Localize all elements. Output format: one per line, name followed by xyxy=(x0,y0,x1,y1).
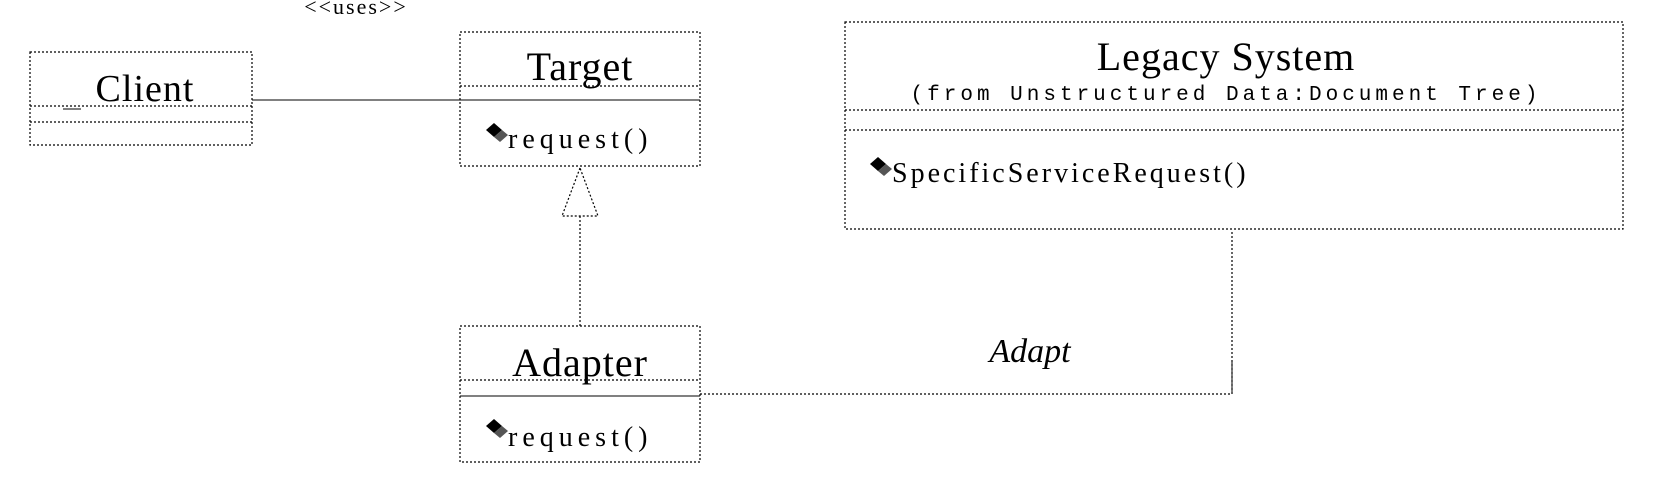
operation-icon xyxy=(870,157,892,176)
client-class-name: Client xyxy=(96,68,195,110)
legacy-class-name: Legacy System xyxy=(1097,34,1356,79)
adapter-class-box xyxy=(459,325,701,463)
target-operation-request: request() xyxy=(508,124,653,155)
adapt-association-line xyxy=(700,230,1233,395)
legacy-class-box xyxy=(844,21,1624,230)
target-class-name: Target xyxy=(527,44,634,89)
operation-icon xyxy=(486,123,508,142)
adapter-class-name: Adapter xyxy=(512,340,648,385)
generalization-arrowhead xyxy=(561,166,599,217)
target-class[interactable]: Target request() xyxy=(459,31,701,167)
adapter-operation-request: request() xyxy=(508,422,653,453)
target-class-box xyxy=(459,31,701,167)
uses-stereotype-label: <<uses>> xyxy=(304,0,408,19)
client-class-box xyxy=(29,51,253,146)
legacy-operation-specific-service-request: SpecificServiceRequest() xyxy=(892,158,1249,189)
legacy-package-label: (from Unstructured Data:Document Tree) xyxy=(911,84,1542,107)
adapter-class[interactable]: Adapter request() xyxy=(459,325,701,463)
operation-icon xyxy=(486,419,508,438)
client-class[interactable]: Client xyxy=(29,51,253,146)
legacy-system-class[interactable]: Legacy System (from Unstructured Data:Do… xyxy=(844,21,1624,230)
adapt-association-label: Adapt xyxy=(987,333,1072,370)
